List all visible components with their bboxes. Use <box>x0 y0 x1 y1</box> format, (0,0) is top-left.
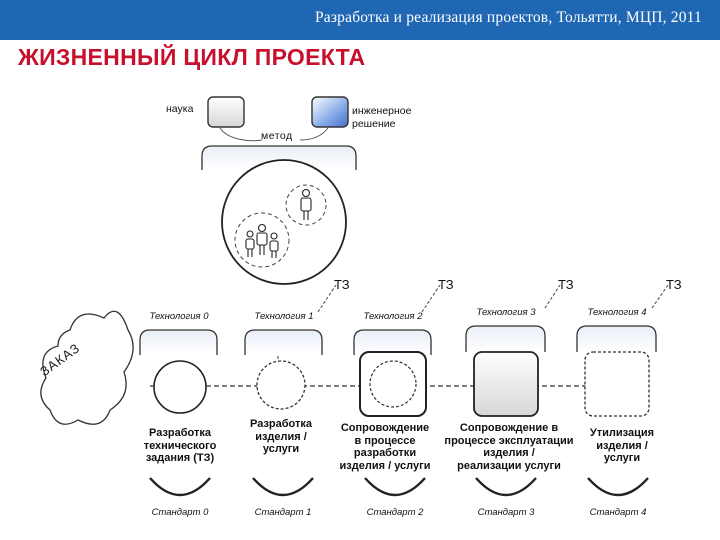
header-subtitle: Разработка и реализация проектов, Тольят… <box>314 9 702 26</box>
specialist-circle <box>285 184 327 226</box>
method-plate <box>201 145 357 170</box>
tz-arrow <box>317 284 337 313</box>
technology-label-0: Технология 0 <box>149 311 209 322</box>
order-cloud <box>40 310 134 425</box>
engineering-label-line1: инженерное <box>352 105 412 117</box>
technology-label-2: Технология 2 <box>363 311 423 322</box>
stage-node-2 <box>369 360 417 408</box>
standard-label-2: Стандарт 2 <box>366 507 424 518</box>
engineering-box <box>311 96 349 128</box>
standard-label-0: Стандарт 0 <box>151 507 209 518</box>
tz-label-3: ТЗ <box>558 277 574 292</box>
science-box <box>207 96 245 128</box>
stage-node-0 <box>153 360 207 414</box>
group-circle <box>234 212 290 268</box>
technology-label-3: Технология 3 <box>476 307 536 318</box>
standard-label-4: Стандарт 4 <box>589 507 647 518</box>
header-bar: Разработка и реализация проектов, Тольят… <box>0 0 720 40</box>
method-label: метод <box>261 130 293 142</box>
tz-label-1: ТЗ <box>334 277 350 292</box>
stage-node-1 <box>256 360 306 410</box>
stage-node-4 <box>584 351 650 417</box>
science-label: наука <box>166 103 194 115</box>
group-people-icon <box>245 223 279 258</box>
stage-node-3 <box>473 351 539 417</box>
standard-label-3: Стандарт 3 <box>477 507 535 518</box>
technology-label-1: Технология 1 <box>254 311 314 322</box>
method-bracket-line <box>219 127 263 142</box>
standard-arc <box>149 477 211 496</box>
slide-title: ЖИЗНЕННЫЙ ЦИКЛ ПРОЕКТА <box>18 44 366 70</box>
engineering-label-line2: решение <box>352 118 396 130</box>
tz-label-2: ТЗ <box>438 277 454 292</box>
person-icon <box>300 188 312 220</box>
standard-label-1: Стандарт 1 <box>254 507 312 518</box>
tz-label-4: ТЗ <box>666 277 682 292</box>
team-circle <box>221 159 347 285</box>
technology-label-4: Технология 4 <box>587 307 647 318</box>
technology-plate <box>139 329 218 355</box>
